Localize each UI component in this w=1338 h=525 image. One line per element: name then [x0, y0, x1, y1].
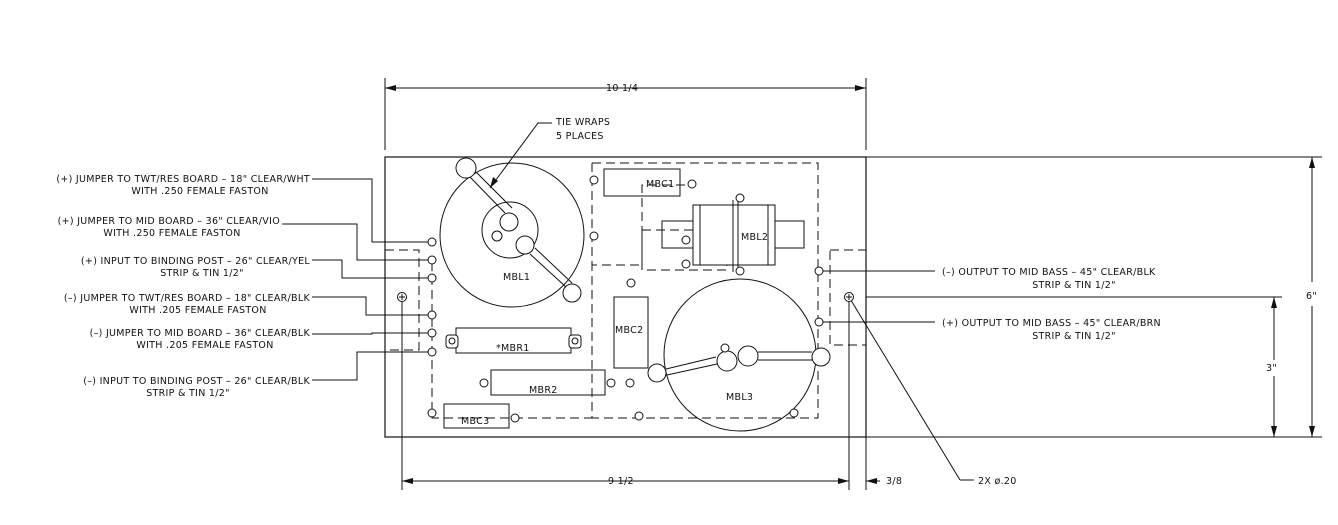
- svg-text:WITH .205 FEMALE FASTON: WITH .205 FEMALE FASTON: [136, 340, 273, 351]
- hole-height-dimension: 3": [866, 296, 1282, 437]
- hole-callout: 2X ø.20: [848, 296, 1017, 487]
- inductor-mbl3: MBL3: [647, 278, 831, 432]
- mbc3-label: MBC3: [461, 416, 489, 427]
- overall-height-label: 6": [1306, 291, 1317, 302]
- mbl3-label: MBL3: [726, 392, 753, 403]
- wire-label-minus-binding-post: (–) INPUT TO BINDING POST – 26" CLEAR/BL…: [83, 376, 310, 399]
- left-wire-leaders: [282, 178, 428, 381]
- overall-height-dimension: 6": [866, 156, 1322, 438]
- mounting-hole-left: [384, 249, 420, 351]
- wire-label-minus-output-mid-bass: (–) OUTPUT TO MID BASS – 45" CLEAR/BLK S…: [942, 267, 1156, 291]
- wire-label-plus-mid-board: (+) JUMPER TO MID BOARD – 36" CLEAR/VIO …: [58, 216, 280, 239]
- mbr1-label: *MBR1: [496, 343, 530, 354]
- capacitor-mbc3: MBC3: [443, 403, 510, 429]
- tie-wrap-line2: 5 PLACES: [556, 131, 604, 142]
- hole-spacing-label: 9 1/2: [608, 476, 634, 487]
- hole-spacing-dimension: 9 1/2 3/8: [401, 300, 902, 490]
- svg-text:WITH .250 FEMALE FASTON: WITH .250 FEMALE FASTON: [103, 228, 240, 239]
- inductor-mbl2: MBL2: [661, 193, 805, 276]
- svg-text:(+) JUMPER TO MID BOARD – 36": (+) JUMPER TO MID BOARD – 36" CLEAR/VIO: [58, 216, 280, 227]
- capacitor-mbc1: MBC1: [603, 168, 681, 197]
- wire-label-minus-mid-board: (–) JUMPER TO MID BOARD – 36" CLEAR/BLK …: [90, 328, 311, 351]
- svg-text:STRIP & TIN 1/2": STRIP & TIN 1/2": [160, 268, 244, 279]
- hole-callout-label: 2X ø.20: [978, 476, 1017, 487]
- svg-text:STRIP & TIN 1/2": STRIP & TIN 1/2": [1032, 331, 1116, 342]
- right-wire-leaders: [823, 270, 935, 323]
- wire-label-minus-twt-res: (–) JUMPER TO TWT/RES BOARD – 18" CLEAR/…: [64, 293, 311, 316]
- svg-text:(+) OUTPUT TO MID BASS – 45" C: (+) OUTPUT TO MID BASS – 45" CLEAR/BRN: [942, 318, 1161, 329]
- resistor-mbr1: *MBR1: [445, 327, 582, 354]
- svg-text:STRIP & TIN 1/2": STRIP & TIN 1/2": [1032, 280, 1116, 291]
- resistor-mbr2: MBR2: [490, 369, 606, 396]
- mounting-hole-right: [829, 249, 867, 346]
- tie-wrap-line1: TIE WRAPS: [555, 117, 610, 128]
- mbc2-label: MBC2: [615, 325, 643, 336]
- wire-label-plus-twt-res: (+) JUMPER TO TWT/RES BOARD – 18" CLEAR/…: [56, 174, 310, 197]
- svg-text:(+) INPUT TO BINDING POST – 26: (+) INPUT TO BINDING POST – 26" CLEAR/YE…: [81, 256, 310, 267]
- wire-label-plus-binding-post: (+) INPUT TO BINDING POST – 26" CLEAR/YE…: [81, 256, 310, 279]
- svg-text:(–) JUMPER TO TWT/RES BOARD –: (–) JUMPER TO TWT/RES BOARD – 18" CLEAR/…: [64, 293, 311, 304]
- svg-text:WITH .205 FEMALE FASTON: WITH .205 FEMALE FASTON: [129, 305, 266, 316]
- svg-text:(–) JUMPER TO MID BOARD – 36": (–) JUMPER TO MID BOARD – 36" CLEAR/BLK: [90, 328, 311, 339]
- inductor-mbl1: MBL1: [439, 157, 585, 308]
- solder-pads: [427, 175, 824, 423]
- mbl1-label: MBL1: [503, 272, 530, 283]
- wire-label-plus-output-mid-bass: (+) OUTPUT TO MID BASS – 45" CLEAR/BRN S…: [942, 318, 1161, 342]
- mbc1-label: MBC1: [646, 179, 674, 190]
- svg-text:(+) JUMPER TO TWT/RES BOARD –: (+) JUMPER TO TWT/RES BOARD – 18" CLEAR/…: [56, 174, 310, 185]
- svg-text:(–) INPUT TO BINDING POST – 26: (–) INPUT TO BINDING POST – 26" CLEAR/BL…: [83, 376, 310, 387]
- tie-wrap-note: TIE WRAPS 5 PLACES: [489, 117, 610, 189]
- svg-text:STRIP & TIN 1/2": STRIP & TIN 1/2": [146, 388, 230, 399]
- mbl2-label: MBL2: [741, 232, 768, 243]
- svg-text:(–) OUTPUT TO MID BASS – 45" C: (–) OUTPUT TO MID BASS – 45" CLEAR/BLK: [942, 267, 1156, 278]
- component-outlines-dashed: [431, 162, 819, 419]
- svg-text:WITH .250 FEMALE FASTON: WITH .250 FEMALE FASTON: [131, 186, 268, 197]
- overall-width-label: 10 1/4: [606, 83, 638, 94]
- overall-width-dimension: 10 1/4: [384, 78, 867, 150]
- edge-offset-label: 3/8: [886, 476, 902, 487]
- mbr2-label: MBR2: [529, 385, 558, 396]
- hole-height-label: 3": [1266, 363, 1277, 374]
- capacitor-mbc2: MBC2: [613, 296, 649, 369]
